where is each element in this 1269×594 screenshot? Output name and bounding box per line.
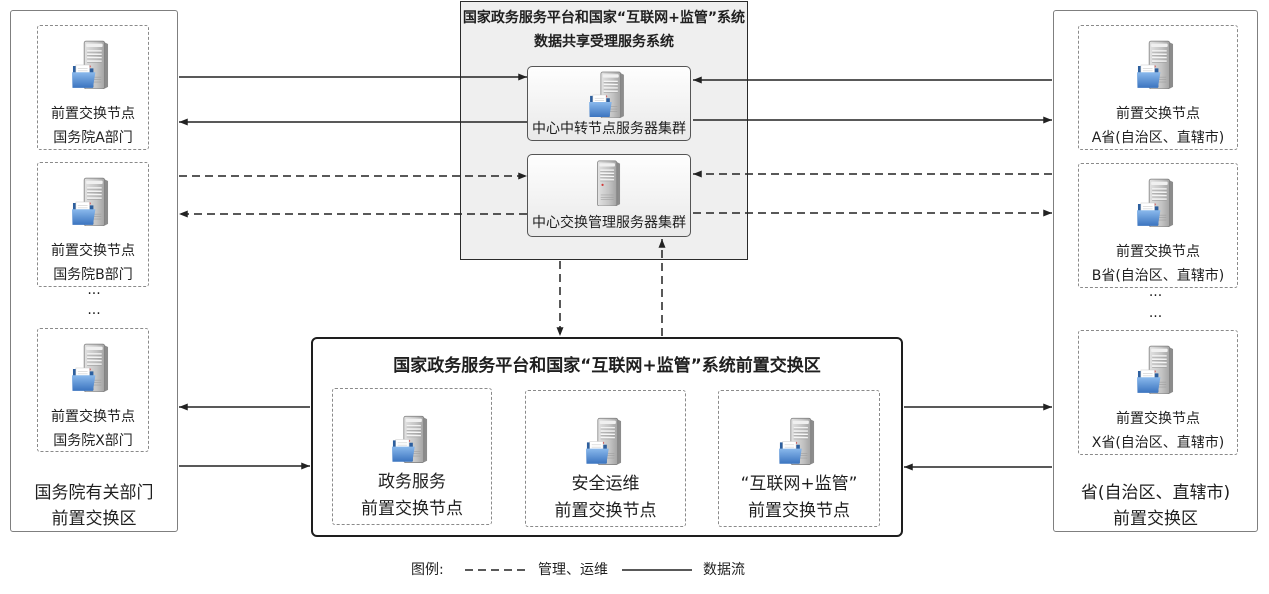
node-owner-label: B省(自治区、直辖市) (1091, 268, 1225, 284)
ministry-x-exchange-node: 前置交换节点 国务院X部门 (37, 328, 149, 452)
province-x-exchange-node: 前置交换节点 X省(自治区、直辖市) (1078, 330, 1238, 455)
server-folder-icon (72, 177, 109, 226)
node-role-label: 前置交换节点 (51, 409, 135, 425)
node-owner-label: 国务院X部门 (53, 433, 133, 449)
node-role-label: 前置交换节点 (1116, 244, 1200, 260)
node-role-label: 前置交换节点 (51, 243, 135, 259)
node-type-label: 前置交换节点 (554, 501, 657, 521)
node-text: 前置交换节点 X省(自治区、直辖市) (1079, 407, 1237, 455)
server-folder-icon (1137, 40, 1174, 89)
node-role-label: 政务服务 (378, 472, 446, 492)
zone-title-line1: 国务院有关部门 (34, 483, 154, 503)
zone-title: 国务院有关部门 前置交换区 (11, 480, 177, 532)
node-role-label: 前置交换节点 (1116, 106, 1200, 122)
server-folder-icon (72, 40, 109, 89)
node-text: 前置交换节点 B省(自治区、直辖市) (1079, 240, 1237, 288)
server-folder-icon (589, 71, 625, 118)
node-text: 前置交换节点 A省(自治区、直辖市) (1079, 102, 1237, 150)
node-owner-label: X省(自治区、直辖市) (1091, 435, 1225, 451)
more-nodes-ellipsis: ... (87, 302, 101, 318)
province-b-exchange-node: 前置交换节点 B省(自治区、直辖市) (1078, 163, 1238, 288)
system-title: 国家政务服务平台和国家“互联网+监管”系统 数据共享受理服务系统 (461, 6, 747, 54)
node-owner-label: 国务院A部门 (53, 130, 133, 146)
node-text: “互联网+监管” 前置交换节点 (719, 471, 879, 525)
relay-cluster-label: 中心中转节点服务器集群 (532, 121, 686, 137)
more-nodes-ellipsis: ... (87, 282, 101, 298)
national-front-exchange-zone: 国家政务服务平台和国家“互联网+监管”系统前置交换区 政务服务 前置交换节点 安… (311, 337, 903, 537)
server-icon (597, 160, 621, 206)
zone-title-line2: 前置交换区 (1113, 509, 1198, 529)
province-exchange-zone: 前置交换节点 A省(自治区、直辖市) 前置交换节点 B省(自治区、直辖市) ..… (1053, 10, 1258, 532)
server-folder-icon (72, 343, 109, 392)
security-operations-exchange-node: 安全运维 前置交换节点 (525, 390, 686, 527)
exchange-zone-title: 国家政务服务平台和国家“互联网+监管”系统前置交换区 (393, 356, 821, 376)
server-folder-icon (1137, 345, 1174, 394)
node-owner-label: 国务院B部门 (53, 267, 133, 283)
zone-title-line2: 前置交换区 (51, 509, 137, 529)
server-folder-icon (1137, 178, 1174, 227)
node-text: 安全运维 前置交换节点 (526, 471, 685, 525)
system-title-line2: 数据共享受理服务系统 (534, 34, 674, 50)
node-role-label: “互联网+监管” (740, 474, 858, 494)
legend-solid-label: 数据流 (703, 562, 745, 578)
server-folder-icon (586, 417, 622, 465)
ministry-exchange-zone: 前置交换节点 国务院A部门 前置交换节点 国务院B部门 ... ... 前置交换… (10, 10, 178, 532)
node-text: 前置交换节点 国务院A部门 (38, 102, 148, 150)
more-nodes-ellipsis: ... (1148, 284, 1163, 300)
node-role-label: 安全运维 (571, 474, 640, 494)
legend-label: 图例: (411, 562, 444, 578)
legend-dashed-label: 管理、运维 (538, 562, 608, 578)
relay-server-cluster: 中心中转节点服务器集群 (527, 66, 691, 141)
node-owner-label: A省(自治区、直辖市) (1091, 130, 1225, 146)
node-text: 前置交换节点 国务院B部门 (38, 239, 148, 287)
node-text: 政务服务 前置交换节点 (333, 469, 491, 523)
server-folder-icon (779, 417, 815, 465)
more-nodes-ellipsis: ... (1148, 305, 1163, 321)
zone-title-line1: 省(自治区、直辖市) (1080, 483, 1231, 503)
management-cluster-label: 中心交换管理服务器集群 (532, 215, 686, 231)
zone-title: 省(自治区、直辖市) 前置交换区 (1054, 480, 1257, 532)
ministry-b-exchange-node: 前置交换节点 国务院B部门 (37, 162, 149, 287)
node-type-label: 前置交换节点 (748, 501, 850, 521)
ministry-a-exchange-node: 前置交换节点 国务院A部门 (37, 25, 149, 150)
server-folder-icon (392, 415, 428, 463)
node-role-label: 前置交换节点 (1116, 411, 1200, 427)
internet-supervision-exchange-node: “互联网+监管” 前置交换节点 (718, 390, 880, 527)
province-a-exchange-node: 前置交换节点 A省(自治区、直辖市) (1078, 25, 1238, 150)
node-type-label: 前置交换节点 (361, 499, 463, 519)
node-role-label: 前置交换节点 (51, 106, 135, 122)
node-text: 前置交换节点 国务院X部门 (38, 405, 148, 453)
exchange-management-server-cluster: 中心交换管理服务器集群 (527, 154, 691, 237)
system-title-line1: 国家政务服务平台和国家“互联网+监管”系统 (462, 10, 746, 26)
data-sharing-service-system: 国家政务服务平台和国家“互联网+监管”系统 数据共享受理服务系统 中心中转节点服… (460, 1, 748, 260)
government-service-exchange-node: 政务服务 前置交换节点 (332, 388, 492, 525)
